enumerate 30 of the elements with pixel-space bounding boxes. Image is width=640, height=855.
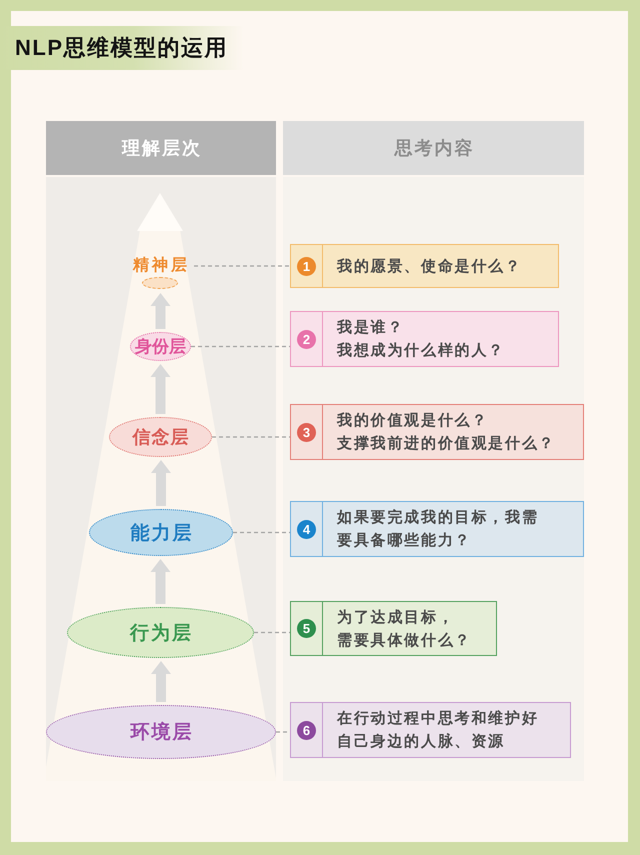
connector-line — [191, 346, 290, 348]
step-number: 2 — [297, 330, 316, 348]
question-card — [290, 702, 571, 758]
step-number: 6 — [297, 720, 316, 740]
page-title: NLP思维模型的运用 — [15, 34, 228, 62]
connector-line — [194, 265, 290, 267]
question-text: 我的价值观是什么？ — [337, 411, 488, 431]
question-text: 我的愿景、使命是什么？ — [337, 256, 522, 276]
step-number: 3 — [297, 422, 316, 442]
question-card — [290, 244, 559, 288]
question-card — [290, 404, 584, 460]
step-number: 5 — [297, 619, 316, 638]
question-text: 我想成为什么样的人？ — [337, 341, 505, 361]
question-text: 支撑我前进的价值观是什么？ — [337, 434, 556, 454]
step-number: 4 — [297, 520, 316, 538]
question-text: 如果要完成我的目标，我需要具备哪些能力？ — [337, 508, 540, 551]
question-card — [290, 601, 497, 656]
question-card — [290, 311, 559, 367]
connector-line — [233, 532, 290, 534]
connector-line — [276, 731, 290, 733]
layer-label: 精神层 — [132, 256, 190, 276]
step-number: 1 — [297, 256, 316, 276]
question-card — [290, 501, 584, 557]
question-text: 为了达成目标，需要具体做什么？ — [337, 608, 472, 650]
question-text: 在行动过程中思考和维护好自己身边的人脉、资源 — [337, 709, 540, 752]
column-header: 理解层次 — [46, 121, 276, 175]
connector-line — [254, 632, 290, 634]
connector-line — [212, 436, 290, 438]
column-header: 思考内容 — [283, 121, 584, 175]
question-text: 我是谁？ — [337, 318, 404, 338]
